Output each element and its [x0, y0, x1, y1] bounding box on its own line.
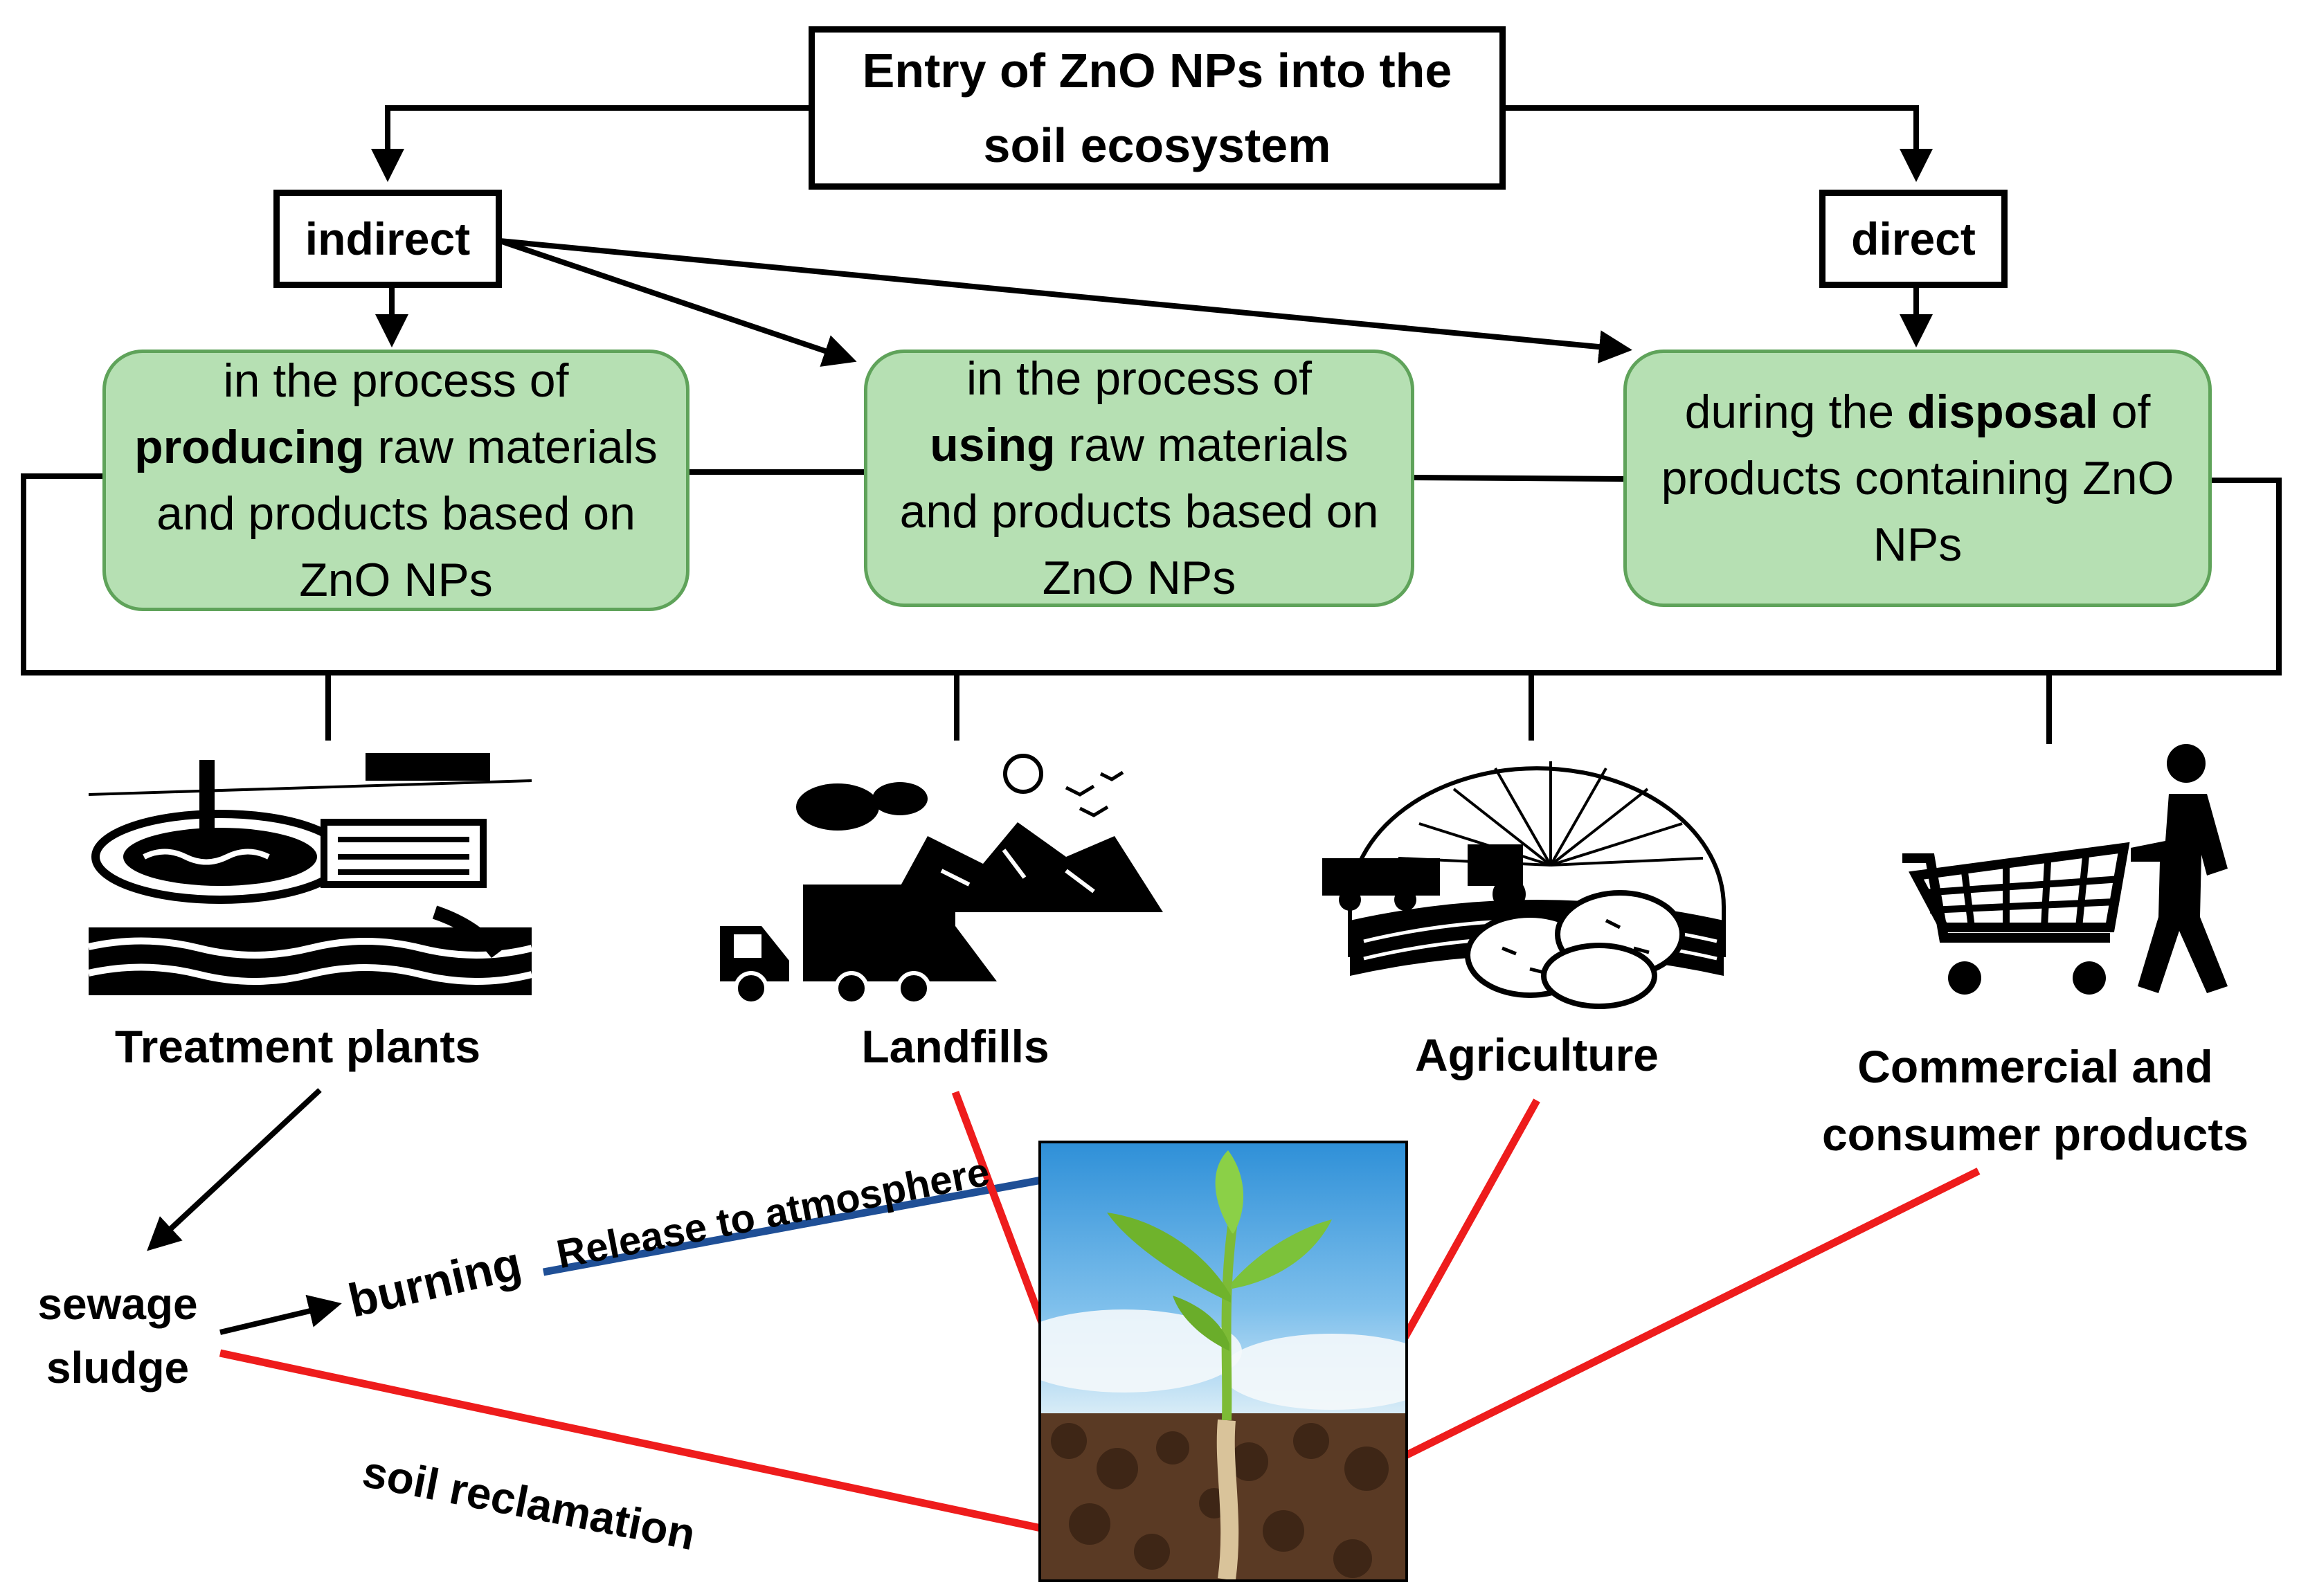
- treatment-plants-label: Treatment plants: [114, 1021, 481, 1072]
- sewage-line1: sewage: [37, 1279, 198, 1329]
- indirect-box: indirect: [273, 190, 502, 288]
- commercial-line2: consumer products: [1821, 1109, 2249, 1160]
- title-to-indirect-line: [371, 105, 809, 182]
- diagram-title: Entry of ZnO NPs into the soil ecosystem: [809, 26, 1506, 190]
- direct-box: direct: [1819, 190, 2008, 288]
- disposal-bold-text: disposal: [1906, 386, 2098, 438]
- disposal-pre-text: during the: [1684, 386, 1895, 438]
- sewage-sludge-label: sewage sludge: [14, 1272, 222, 1399]
- landfills-label: Landfills: [861, 1021, 1049, 1072]
- landfill-truck-icon: [720, 754, 1163, 1002]
- commercial-line1: Commercial and: [1857, 1041, 2213, 1092]
- commercial-to-soil-arrow: [1350, 1168, 1981, 1484]
- bracket-frame: [21, 473, 2282, 675]
- release-atmosphere-arrow: [543, 1157, 1098, 1276]
- indirect-to-disposal-arrow: [499, 238, 1632, 364]
- using-pre-text: in the process of: [966, 352, 1312, 405]
- process-using-box: in the process of using raw materials an…: [864, 350, 1414, 607]
- sewage-to-burning-arrow: [219, 1294, 342, 1335]
- producing-post-text: raw materials and products based on ZnO …: [156, 421, 658, 606]
- treatment-plant-icon: [89, 753, 532, 995]
- agriculture-field-icon: [1322, 761, 1726, 1009]
- process-disposal-box: during the disposal of products containi…: [1623, 350, 2212, 607]
- agriculture-label: Agriculture: [1414, 1029, 1659, 1080]
- title-to-direct-line: [1506, 105, 1933, 182]
- seedling-illustration: [1041, 1150, 1405, 1579]
- disposal-post-text: of products containing ZnO NPs: [1661, 386, 2174, 571]
- treatment-to-sewage-arrow: [147, 1088, 322, 1251]
- connector-using-disposal: [1413, 475, 1624, 482]
- using-bold-text: using: [930, 419, 1056, 471]
- sewage-line2: sludge: [46, 1343, 190, 1393]
- using-post-text: raw materials and products based on ZnO …: [899, 419, 1379, 604]
- commercial-consumer-label: Commercial and consumer products: [1772, 1033, 2298, 1168]
- producing-bold-text: producing: [134, 421, 365, 473]
- shopping-cart-person-icon: [1902, 744, 2228, 995]
- plant-seedling-photo: [1038, 1141, 1408, 1582]
- indirect-to-using-arrow: [498, 238, 857, 367]
- soil-reclamation-arrow: [219, 1349, 1088, 1549]
- process-producing-box: in the process of producing raw material…: [102, 350, 689, 611]
- producing-pre-text: in the process of: [223, 354, 569, 407]
